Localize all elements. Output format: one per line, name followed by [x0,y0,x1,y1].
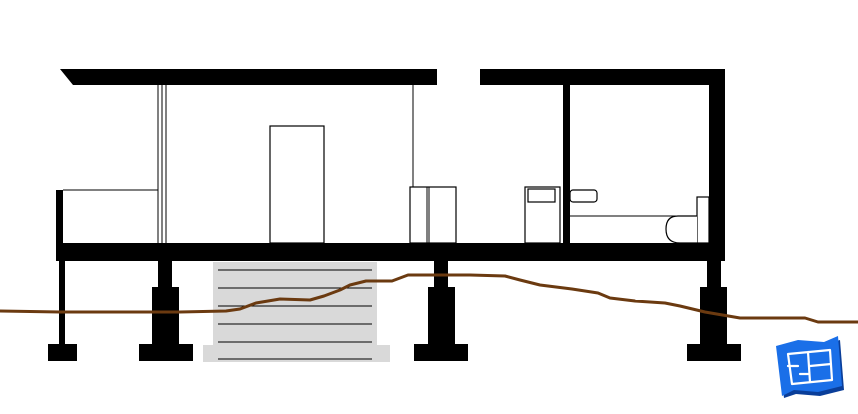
interior-door [269,125,325,244]
exterior-wall-right [709,69,725,261]
pier-column [707,261,721,288]
ground-line [0,273,858,324]
cabinet [409,186,457,244]
interior [269,125,710,244]
floor-slab [56,243,725,261]
pier-footing [139,344,193,361]
toilet-bowl [665,215,697,244]
foundation-base [203,345,390,362]
roof-slab-left [60,69,437,85]
foundation-steps [203,262,390,362]
pier-column [158,261,172,288]
skylight-opening [437,69,480,85]
piers [48,261,741,361]
walls [56,69,725,261]
interior-wall [563,85,570,245]
roof [60,69,725,85]
deck-railing-post [56,190,63,245]
pier-footing [48,344,77,361]
pier-column-base [152,287,179,345]
sink-basin [527,188,556,203]
logo-plan-lines [786,348,834,386]
towel-rail [569,189,598,203]
roof-slab-right [480,69,725,85]
floor-plan-map-icon [776,336,844,398]
pier-column-base [428,287,455,345]
pier-footing [687,344,741,361]
pier-column [59,261,65,345]
pier-footing [414,344,468,361]
toilet-tank [696,196,710,244]
